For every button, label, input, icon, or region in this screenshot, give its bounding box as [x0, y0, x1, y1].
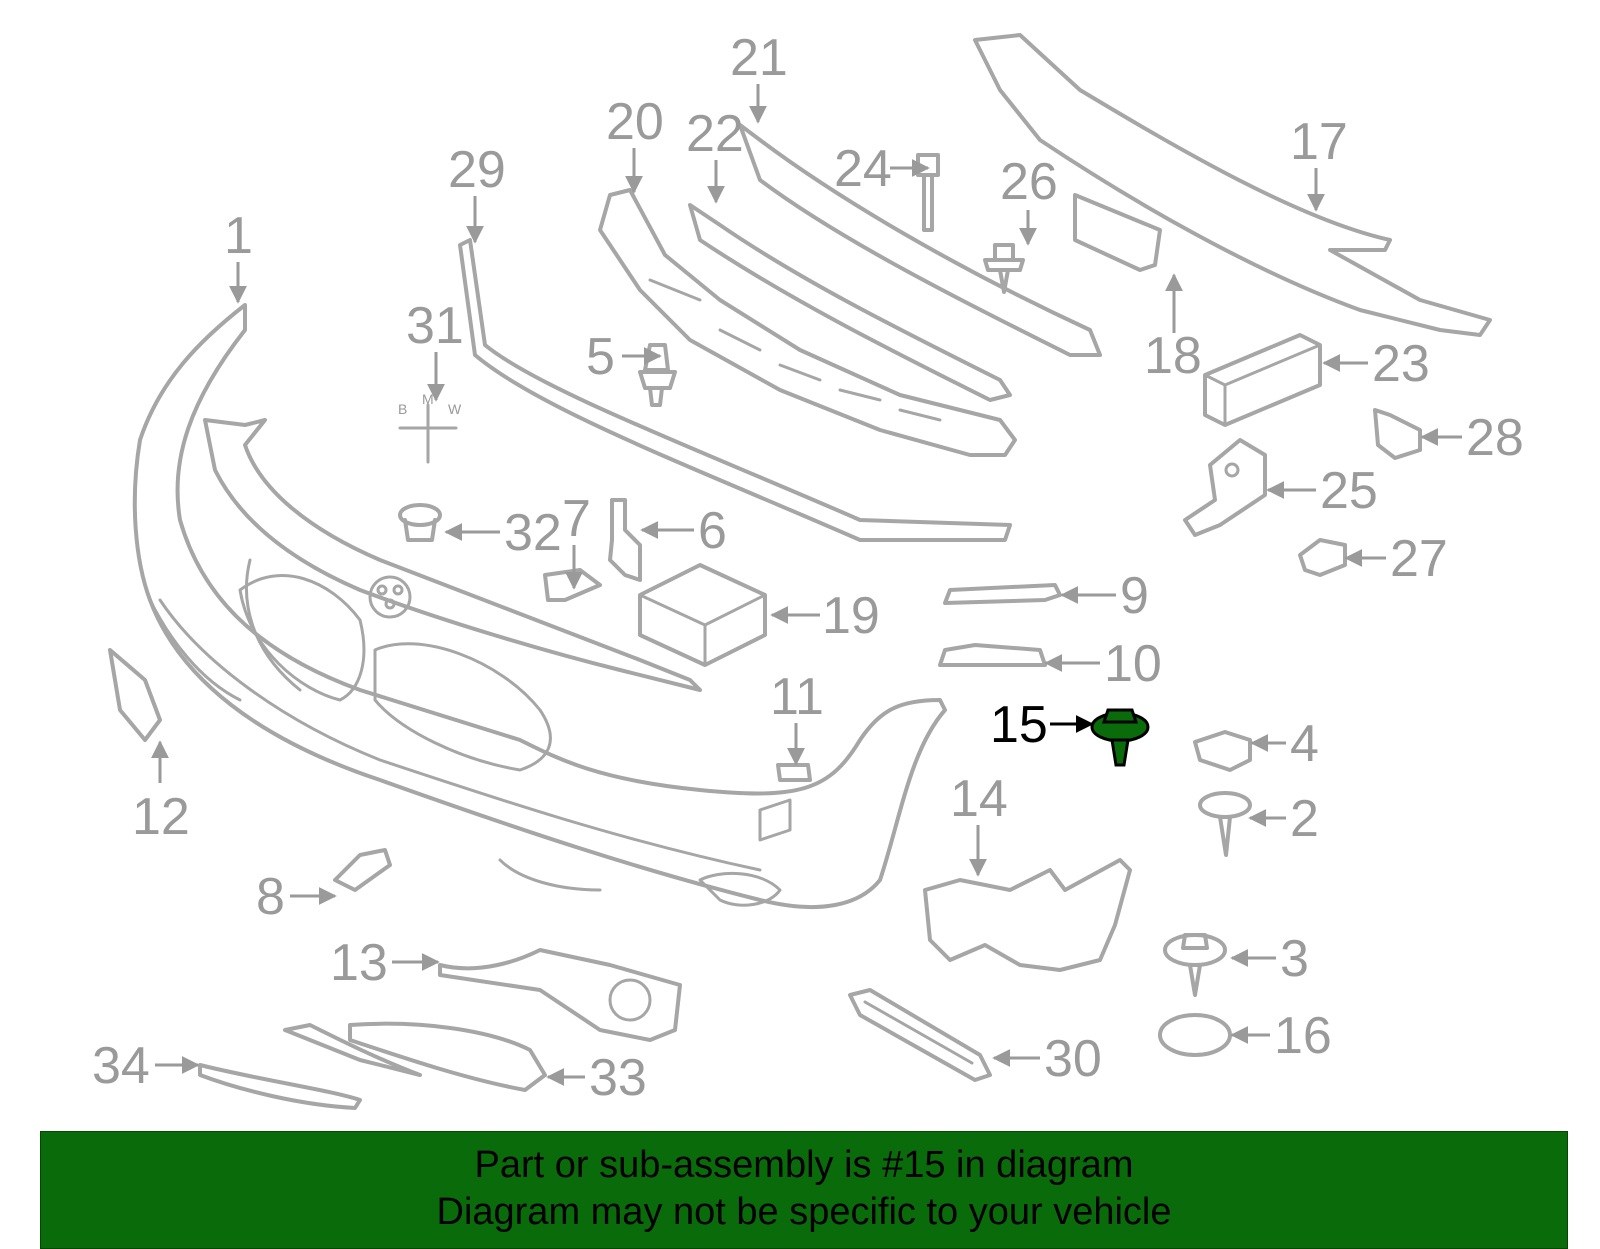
part-19-box: [638, 563, 767, 667]
part-10-trim: [938, 643, 1047, 667]
callout-arrows: [151, 84, 1462, 1086]
callout-23: 23: [1372, 335, 1430, 393]
callout-27: 27: [1390, 530, 1448, 588]
callout-30: 30: [1044, 1030, 1102, 1088]
part-34-strip: [198, 1063, 362, 1110]
part-24-bolt: [916, 153, 940, 232]
callout-13: 13: [330, 934, 388, 992]
callout-29: 29: [448, 141, 506, 199]
part-1-bumper-cover: [132, 303, 947, 910]
callout-33: 33: [589, 1049, 647, 1107]
part-27-clip: [1298, 538, 1347, 577]
part-25-bracket: [1183, 438, 1267, 537]
part-29-trim-strip: [458, 238, 1012, 542]
callout-11: 11: [770, 668, 824, 726]
callout-31: 31: [406, 297, 464, 355]
info-banner: Part or sub-assembly is #15 in diagram D…: [40, 1131, 1568, 1249]
part-26-screw: [983, 243, 1025, 294]
part-2-screw: [1198, 791, 1252, 857]
callout-26: 26: [1000, 153, 1058, 211]
callout-2: 2: [1290, 790, 1319, 848]
part-14-liner: [923, 858, 1132, 972]
part-13-fog-grille: [438, 948, 682, 1042]
part-18-bracket: [1073, 193, 1162, 272]
emblem-letter-w: W: [448, 401, 462, 417]
part-11-cap: [776, 763, 812, 782]
part-17-reinforcement: [973, 33, 1492, 337]
callout-3: 3: [1280, 930, 1309, 988]
part-3-screw: [1163, 933, 1227, 997]
callout-7: 7: [562, 490, 591, 548]
part-12-reflector: [108, 648, 162, 742]
callout-9: 9: [1120, 567, 1149, 625]
callout-5: 5: [586, 328, 615, 386]
part-9-trim: [943, 583, 1062, 605]
part-33-strip: [348, 1021, 547, 1092]
grille-carrier: [203, 418, 702, 692]
callout-10: 10: [1104, 635, 1162, 693]
callout-14: 14: [950, 770, 1008, 828]
part-8-bracket: [333, 848, 392, 892]
callout-22: 22: [686, 105, 744, 163]
part-6-bracket: [608, 498, 642, 582]
callout-1: 1: [224, 207, 253, 265]
callout-25: 25: [1320, 462, 1378, 520]
callout-21: 21: [730, 29, 788, 87]
callout-24: 24: [834, 140, 892, 198]
part-trim-upper: [283, 1023, 422, 1077]
part-32-grommet: [398, 503, 442, 542]
callout-4: 4: [1290, 715, 1319, 773]
part-31-emblem: B M W: [398, 391, 462, 464]
emblem-letter-b: B: [398, 401, 407, 417]
callout-32: 32: [504, 504, 562, 562]
banner-line-disclaimer: Diagram may not be specific to your vehi…: [436, 1191, 1172, 1233]
callout-16: 16: [1274, 1007, 1332, 1065]
banner-line-part-number: Part or sub-assembly is #15 in diagram: [474, 1144, 1134, 1186]
callout-34: 34: [92, 1037, 150, 1095]
part-23-bracket: [1203, 333, 1322, 427]
callout-labels: 1 2 3 4 5 6 7 8 9 10 11 12 13 14 15 16 1…: [92, 29, 1524, 1107]
emblem-letter-m: M: [422, 391, 434, 407]
part-21-bar: [738, 123, 1102, 357]
callout-15-highlighted: 15: [990, 696, 1048, 754]
part-28-bracket: [1373, 408, 1422, 460]
part-30-grille: [848, 988, 992, 1082]
callout-18: 18: [1144, 327, 1202, 385]
callout-20: 20: [606, 93, 664, 151]
part-5-clip: [638, 343, 677, 407]
callout-8: 8: [256, 868, 285, 926]
part-16-o-ring: [1158, 1013, 1232, 1057]
part-15-screw-highlighted: [1090, 708, 1150, 767]
part-22-bar: [688, 203, 1012, 402]
callout-19: 19: [822, 587, 880, 645]
callout-17: 17: [1290, 113, 1348, 171]
callout-28: 28: [1466, 409, 1524, 467]
callout-6: 6: [698, 502, 727, 560]
part-4-nut-clip: [1193, 730, 1252, 772]
callout-12: 12: [132, 788, 190, 846]
part-20-absorber: [598, 188, 1017, 457]
